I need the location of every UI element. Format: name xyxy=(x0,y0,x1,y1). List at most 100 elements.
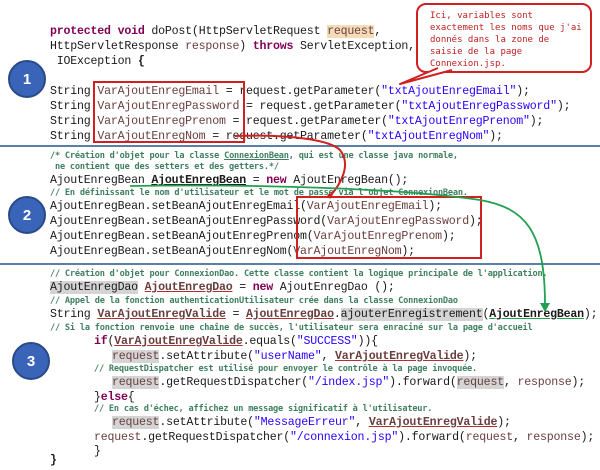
string-literal: "userName" xyxy=(253,350,322,363)
highlight-box-arguments xyxy=(296,196,482,259)
keyword-else: else xyxy=(100,391,128,404)
callout-text: Ici, variables sont exactement les noms … xyxy=(430,11,582,69)
keyword-if: if xyxy=(94,335,108,348)
code-line-set-error: request.setAttribute("MessageErreur", Va… xyxy=(112,415,511,430)
code: .equals( xyxy=(242,335,297,348)
code: , xyxy=(513,431,527,444)
string-literal: "txtAjoutEnregNom" xyxy=(367,130,490,143)
keyword-throws: throws xyxy=(252,40,294,53)
annotation-callout: Ici, variables sont exactement les noms … xyxy=(416,3,592,73)
param-response: response xyxy=(526,431,581,444)
code-line-if: if(VarAjoutEnregValide.equals("SUCCESS")… xyxy=(94,334,378,349)
type: String xyxy=(50,130,98,143)
code: .setAttribute( xyxy=(159,350,254,363)
type: AjoutEnregDao xyxy=(50,281,138,294)
code: , xyxy=(503,376,518,389)
comment-success-check: // Si la fonction renvoie une chaîne de … xyxy=(50,323,533,333)
comment-failure: // En cas d'échec, affichez un message s… xyxy=(94,404,433,414)
type: String xyxy=(50,85,98,98)
string-literal: "/index.jsp" xyxy=(307,376,390,389)
code-line-dao-decl: AjoutEnregDao AjoutEnregDao = new AjoutE… xyxy=(50,280,395,295)
code: ); xyxy=(489,130,503,143)
step-number: 2 xyxy=(22,206,32,224)
code: } xyxy=(94,391,101,404)
comment-class-ref: ConnexionBean xyxy=(224,151,289,161)
code: = request.getParameter( xyxy=(225,115,388,128)
code: = xyxy=(245,174,267,187)
keyword-void: void xyxy=(117,25,145,38)
param-response: response xyxy=(185,40,240,53)
code-line-get-prenom: String VarAjoutEnregPrenom = request.get… xyxy=(50,114,544,129)
step-badge-3: 3 xyxy=(12,342,50,380)
code: ); xyxy=(516,85,530,98)
code-line-bean-decl: AjoutEnregBean AjoutEnregBean = new Ajou… xyxy=(50,173,408,188)
variable-valide: VarAjoutEnregValide xyxy=(368,416,498,429)
step-badge-1: 1 xyxy=(8,60,46,98)
variable-valide: VarAjoutEnregValide xyxy=(114,335,243,348)
code-line-get-email: String VarAjoutEnregEmail = request.getP… xyxy=(50,84,530,99)
method-signature-line-3: IOException { xyxy=(50,54,145,69)
variable-valide: VarAjoutEnregValide xyxy=(97,308,226,321)
param-response: response xyxy=(517,376,572,389)
code: AjoutEnregBean.setBeanAjoutEnregPrenom( xyxy=(50,230,314,243)
type: AjoutEnregBean xyxy=(50,174,152,187)
type: String xyxy=(50,308,98,321)
signature-text: ServletException, xyxy=(293,40,415,53)
keyword-new: new xyxy=(252,281,274,294)
comment-text: , qui est une classe java normale, xyxy=(288,151,458,161)
method-signature-line-1: protected void doPost(HttpServletRequest… xyxy=(50,24,381,39)
code-line-forward-connexion: request.getRequestDispatcher("/connexion… xyxy=(94,430,594,445)
keyword-protected: protected xyxy=(50,25,111,38)
comment-dao-creation: // Création d'objet pour ConnexionDao. C… xyxy=(50,269,548,279)
code: ); xyxy=(571,376,586,389)
code: .setAttribute( xyxy=(159,416,254,429)
method-name: ajouterEnregistrement xyxy=(340,308,483,321)
type: String xyxy=(50,115,98,128)
param-request: request xyxy=(112,376,160,389)
comment-dao-call: // Appel de la fonction authenticationUt… xyxy=(50,296,458,306)
code: , xyxy=(321,350,336,363)
code: AjoutEnregBean(); xyxy=(286,174,409,187)
code: AjoutEnregBean.setBeanAjoutEnregPassword… xyxy=(50,215,328,228)
code: , xyxy=(355,416,369,429)
string-literal: "txtAjoutEnregEmail" xyxy=(381,85,517,98)
comment-bean-creation-1: /* Création d'objet pour la classe Conne… xyxy=(50,151,458,162)
code: { xyxy=(127,391,135,404)
code-line-forward-index: request.getRequestDispatcher("/index.jsp… xyxy=(112,375,585,390)
param-request: request xyxy=(465,431,514,444)
step-number: 3 xyxy=(26,352,36,370)
signature-text: doPost(HttpServletRequest xyxy=(151,25,328,38)
comment-text: /* Création d'objet pour la classe xyxy=(50,151,225,161)
variable-valide: VarAjoutEnregValide xyxy=(335,350,464,363)
param-request: request xyxy=(456,376,504,389)
code: = request.getParameter( xyxy=(218,85,382,98)
code: ).forward( xyxy=(389,376,457,389)
keyword-new: new xyxy=(266,174,287,187)
open-brace: { xyxy=(137,55,145,68)
code-line-set-username: request.setAttribute("userName", VarAjou… xyxy=(112,349,477,364)
code: ); xyxy=(556,100,571,113)
section-divider-1 xyxy=(0,145,600,147)
variable-dao: AjoutEnregDao xyxy=(144,281,233,294)
code-line-dao-call: String VarAjoutEnregValide = AjoutEnregD… xyxy=(50,307,598,322)
variable-bean: AjoutEnregBean xyxy=(151,174,246,187)
param-request: request xyxy=(112,350,160,363)
code: ( xyxy=(107,335,115,348)
signature-text: ) xyxy=(239,40,253,53)
code: ); xyxy=(580,431,595,444)
param-request: request xyxy=(94,431,142,444)
variable: VarAjoutEnregPrenom xyxy=(97,115,226,128)
string-literal: "/connexion.jsp" xyxy=(289,431,399,444)
string-literal: "txtAjoutEnregPrenom" xyxy=(387,115,530,128)
code-line-else: }else{ xyxy=(94,390,135,405)
signature-text: IOException xyxy=(50,55,138,68)
signature-text: HttpServletResponse xyxy=(50,40,186,53)
code: AjoutEnregBean.setBeanAjoutEnregNom( xyxy=(50,245,294,258)
code: = request.getParameter( xyxy=(239,100,402,113)
variable: VarAjoutEnregPassword xyxy=(97,100,240,113)
argument-bean: AjoutEnregBean xyxy=(489,308,584,321)
comment-dispatcher: // RequestDispatcher est utilisé pour en… xyxy=(94,364,477,374)
code-line-get-password: String VarAjoutEnregPassword = request.g… xyxy=(50,99,571,114)
variable-dao: AjoutEnregDao xyxy=(245,308,334,321)
variable: VarAjoutEnregEmail xyxy=(97,85,219,98)
